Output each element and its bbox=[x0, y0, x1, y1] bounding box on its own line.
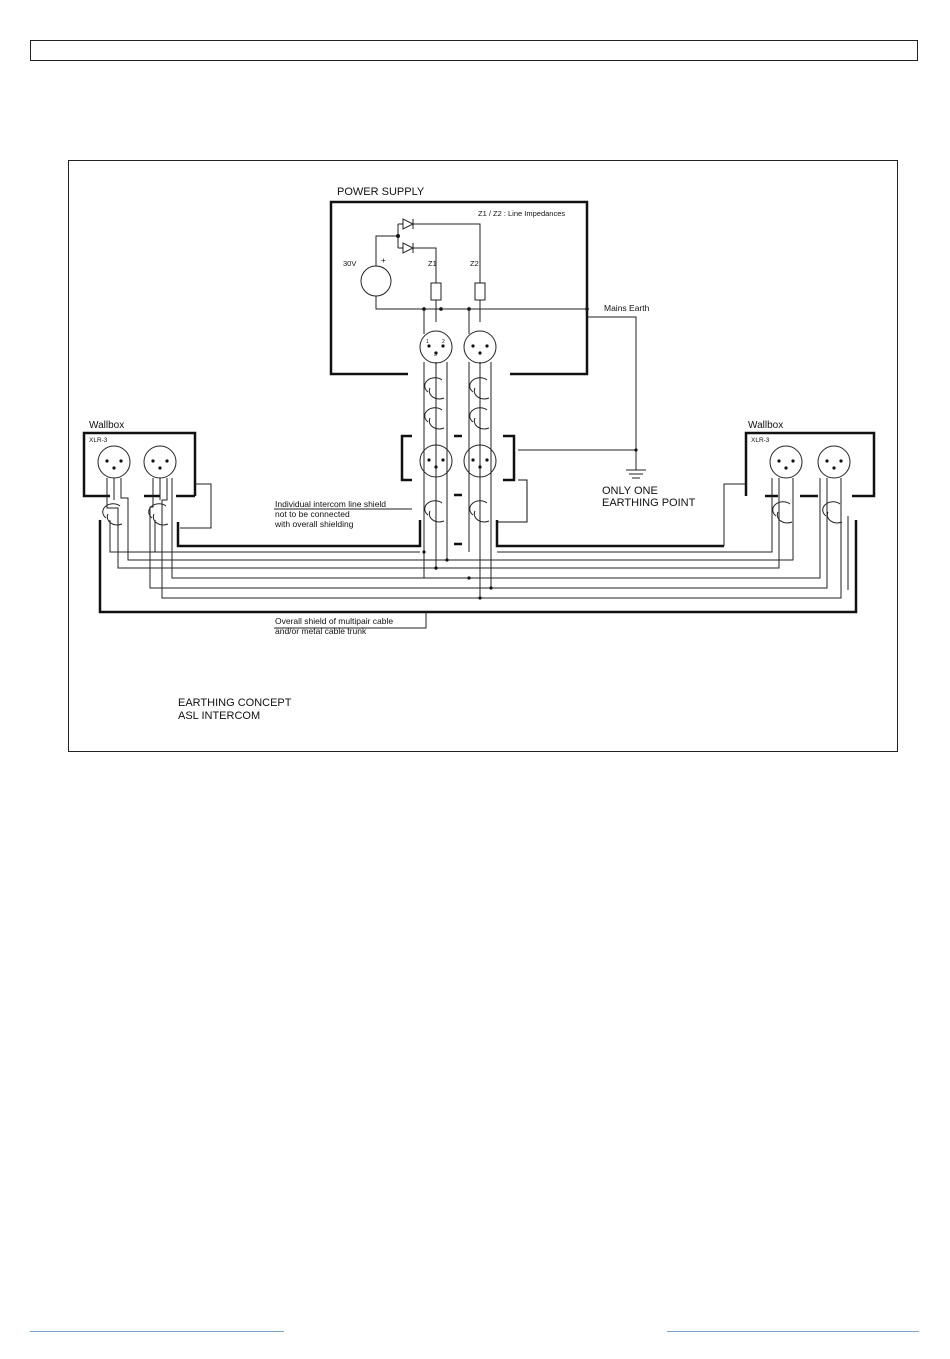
footer-rule-right bbox=[667, 1331, 919, 1332]
xlr-connector-top-z1 bbox=[420, 331, 452, 363]
mains-earth-line bbox=[518, 317, 646, 478]
overall-shield-line1: Overall shield of multipair cable bbox=[275, 616, 393, 626]
diode-pair bbox=[396, 219, 480, 283]
mains-earth-label: Mains Earth bbox=[604, 303, 650, 313]
xlr-right-label: XLR-3 bbox=[751, 437, 770, 444]
z1-label: Z1 bbox=[428, 259, 437, 268]
shield-note-line1: Individual intercom line shield bbox=[275, 499, 386, 509]
xlr-connector-top-z2 bbox=[464, 331, 496, 363]
pin-2-label: 2 bbox=[442, 339, 445, 345]
xlr-connector-left-1 bbox=[98, 446, 130, 478]
central-wires bbox=[424, 362, 491, 598]
junction-dots bbox=[422, 448, 637, 599]
xlr-connector-left-2 bbox=[144, 446, 176, 478]
plus-sign: + bbox=[381, 256, 386, 265]
footer-rule-left bbox=[30, 1331, 284, 1332]
xlr-connector-right-2 bbox=[818, 446, 850, 478]
shield-note-line2: not to be connected bbox=[275, 509, 350, 519]
z2-label: Z2 bbox=[470, 259, 479, 268]
line-impedances bbox=[431, 283, 485, 300]
earthing-point-line1: ONLY ONE bbox=[602, 485, 658, 497]
xlr-connector-right-1 bbox=[770, 446, 802, 478]
shield-note-line3: with overall shielding bbox=[274, 519, 354, 529]
voltage-source bbox=[361, 236, 587, 309]
wallbox-left-label: Wallbox bbox=[89, 420, 124, 431]
voltage-label: 30V bbox=[343, 259, 356, 268]
earthing-point-line2: EARTHING POINT bbox=[602, 497, 696, 509]
overall-shield-line2: and/or metal cable trunk bbox=[275, 626, 367, 636]
xlr-left-label: XLR-3 bbox=[89, 437, 108, 444]
power-supply-box bbox=[331, 202, 587, 374]
left-wiring bbox=[103, 478, 491, 598]
caption-line1: EARTHING CONCEPT bbox=[178, 697, 292, 709]
power-supply-label: POWER SUPPLY bbox=[337, 186, 425, 198]
pin-3-label: 3 bbox=[434, 352, 437, 358]
wallbox-right-label: Wallbox bbox=[748, 420, 783, 431]
caption-line2: ASL INTERCOM bbox=[178, 710, 260, 722]
line-impedances-note: Z1 / Z2 : Line Impedances bbox=[478, 209, 565, 218]
pin-1-label: 1 bbox=[426, 339, 429, 345]
